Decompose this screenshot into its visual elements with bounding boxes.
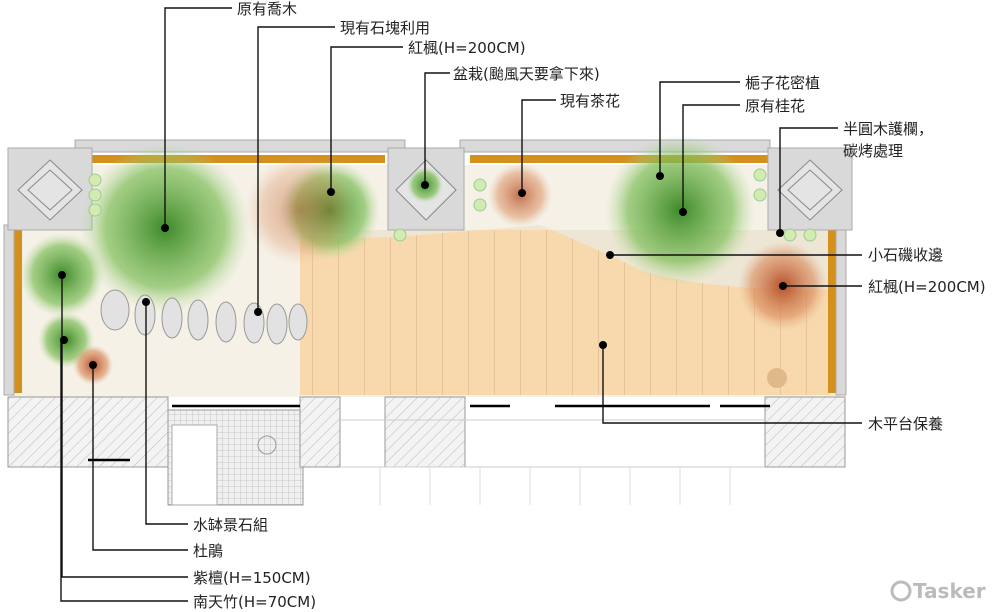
label-railing-line2: 碳烤處理 (843, 142, 903, 160)
hedge-balls (88, 168, 817, 242)
label-water-bowl: 水缽景石組 (193, 516, 268, 534)
label-railing-line1: 半圓木護欄， (843, 120, 933, 138)
label-gardenia: 梔子花密植 (745, 74, 820, 92)
building-below (7, 396, 846, 506)
leader-lines (58, 7, 862, 602)
label-maple-top: 紅楓(H=200CM) (408, 39, 526, 57)
stepping-stones (100, 289, 308, 345)
label-nandina: 南天竹(H=70CM) (193, 593, 316, 611)
label-azalea: 杜鵑 (193, 542, 223, 560)
label-rosewood: 紫檀(H=150CM) (193, 569, 311, 587)
label-pebble-edge: 小石磯收邊 (868, 246, 943, 264)
watermark: Tasker (890, 579, 986, 603)
label-existing-tree: 原有喬木 (237, 0, 297, 18)
label-bonsai: 盆栽(颱風天要拿下來) (453, 65, 600, 83)
svg-text:Tasker: Tasker (913, 579, 986, 603)
pillar-right (767, 147, 853, 231)
label-reuse-stone: 現有石塊利用 (340, 19, 430, 37)
label-osmanthus: 原有桂花 (745, 97, 805, 115)
label-deck: 木平台保養 (868, 415, 943, 433)
label-maple-right: 紅楓(H=200CM) (868, 278, 986, 296)
watermark-logo-icon (890, 580, 912, 602)
pillar-left (7, 147, 93, 231)
label-camellia: 現有茶花 (560, 92, 620, 110)
